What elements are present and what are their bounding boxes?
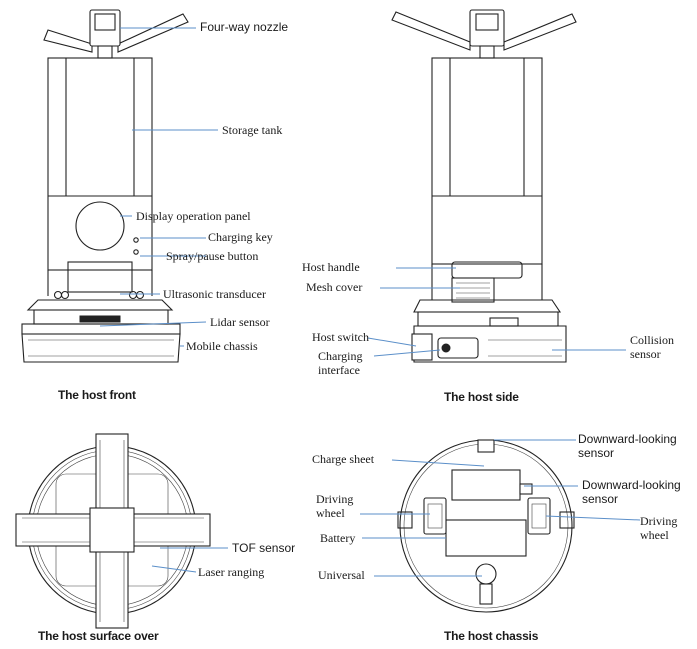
label-lidar-sensor: Lidar sensor [210, 315, 270, 329]
caption-host-chassis: The host chassis [444, 629, 539, 643]
top-view-drawing [15, 433, 211, 629]
caption-host-side: The host side [444, 390, 519, 404]
label-laser-ranging: Laser ranging [198, 565, 265, 579]
chassis-view-drawing [397, 439, 575, 613]
label-host-handle: Host handle [302, 260, 360, 274]
label-mesh-cover: Mesh cover [306, 280, 363, 294]
label-charge-sheet: Charge sheet [312, 452, 375, 466]
label-storage-tank: Storage tank [222, 123, 283, 137]
label-four-way-nozzle: Four-way nozzle [200, 20, 289, 34]
label-driving-wheel-right: Driving wheel [640, 514, 678, 542]
leader-lines [99, 27, 641, 577]
label-display-operation-panel: Display operation panel [136, 209, 251, 223]
label-tof-sensor: TOF sensor [232, 541, 296, 555]
caption-host-surface-over: The host surface over [38, 629, 159, 643]
label-host-switch: Host switch [312, 330, 369, 344]
label-downward-looking-sensor-2: Downward-looking sensor [582, 478, 681, 506]
side-view-drawing [391, 9, 577, 363]
front-view-drawing [21, 9, 189, 363]
label-battery: Battery [320, 531, 356, 545]
caption-host-front: The host front [58, 388, 136, 402]
label-driving-wheel-left: Driving wheel [316, 492, 354, 520]
label-downward-looking-sensor-1: Downward-looking sensor [578, 432, 677, 460]
label-collision-sensor: Collision sensor [630, 333, 675, 361]
label-ultrasonic-transducer: Ultrasonic transducer [163, 287, 266, 301]
label-mobile-chassis: Mobile chassis [186, 339, 258, 353]
label-charging-key: Charging key [208, 230, 273, 244]
label-charging-interface: Charging interface [318, 349, 363, 377]
label-universal: Universal [318, 568, 365, 582]
label-spray-pause-button: Spray/pause button [166, 249, 259, 263]
